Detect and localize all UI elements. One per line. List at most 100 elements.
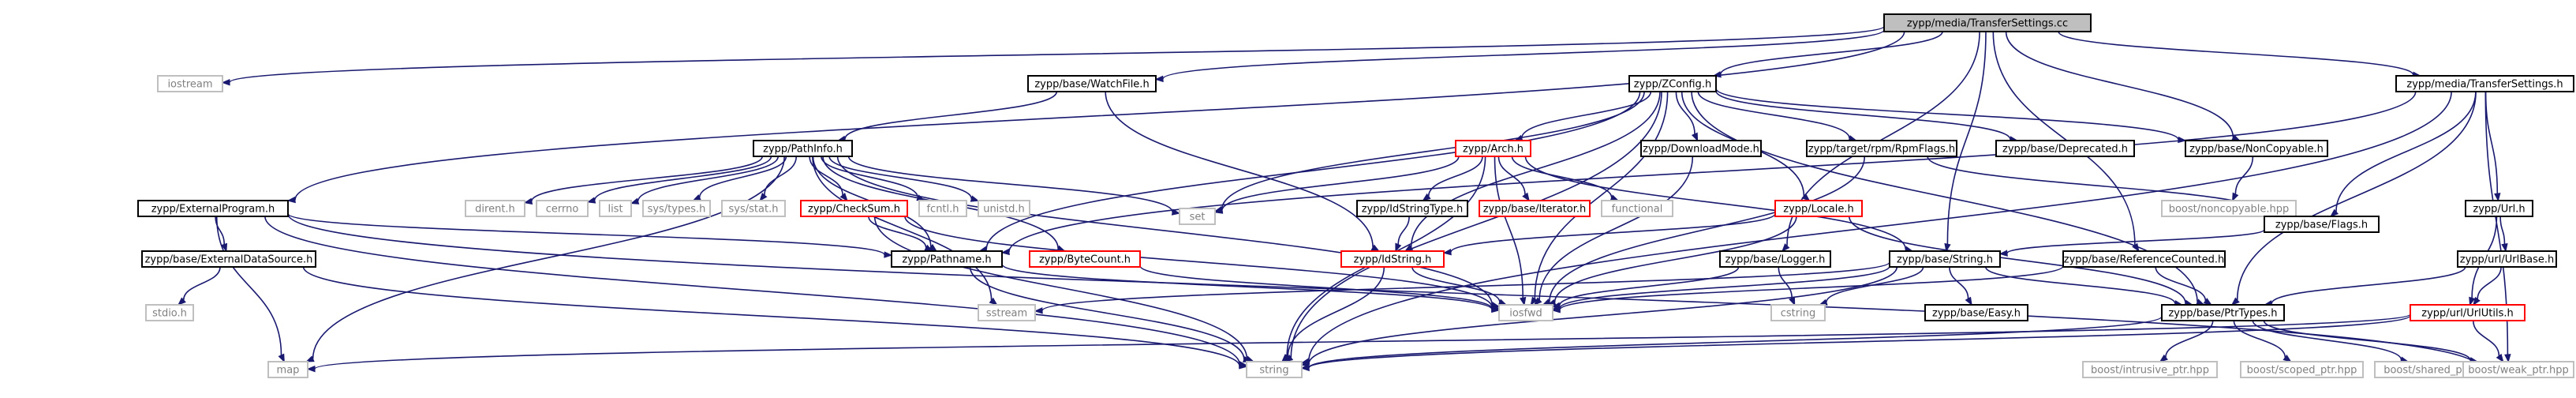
- node-functional: functional: [1601, 200, 1673, 217]
- node-list: list: [599, 200, 632, 217]
- node-box-stdio: [145, 304, 194, 321]
- edge-arch-to-iterator: [1497, 156, 1530, 202]
- node-zconfig[interactable]: zypp/ZConfig.h: [1628, 75, 1717, 92]
- node-label-systypes: sys/types.h: [648, 204, 706, 216]
- node-pathname[interactable]: zypp/Pathname.h: [891, 250, 1003, 268]
- edges-layer: [177, 25, 2511, 373]
- node-idstring[interactable]: zypp/IdString.h: [1340, 250, 1445, 268]
- node-map: map: [267, 361, 308, 378]
- node-label-unistd: unistd.h: [983, 204, 1025, 216]
- edge-urlutils-to-vector: [2473, 320, 2504, 363]
- node-box-urlutils: [2410, 304, 2526, 321]
- node-flags[interactable]: zypp/base/Flags.h: [2264, 216, 2380, 233]
- node-label-refcounted: zypp/base/ReferenceCounted.h: [2064, 254, 2224, 266]
- node-label-downloadmode: zypp/DownloadMode.h: [1643, 144, 1759, 156]
- node-box-string: [1246, 361, 1303, 378]
- node-sysstat: sys/stat.h: [721, 200, 786, 217]
- node-box-flags: [2264, 216, 2380, 233]
- edge-pathinfo-to-unistd: [828, 156, 980, 202]
- edge-bytecount-to-iosfwd: [1139, 265, 1501, 312]
- node-noncopyable[interactable]: zypp/base/NonCopyable.h: [2185, 140, 2328, 157]
- node-easy[interactable]: zypp/base/Easy.h: [1924, 304, 2028, 321]
- node-label-zconfig: zypp/ZConfig.h: [1634, 79, 1711, 91]
- node-iosfwd: iosfwd: [1498, 304, 1553, 321]
- node-tsh[interactable]: zypp/media/TransferSettings.h: [2395, 75, 2574, 92]
- edge-string_h-to-cstring: [1819, 266, 1924, 306]
- node-box-rpmflags: [1806, 140, 1957, 157]
- node-box-set: [1179, 208, 1216, 225]
- node-box-downloadmode: [1640, 140, 1762, 157]
- node-label-map: map: [277, 365, 300, 377]
- node-label-iostream: iostream: [167, 79, 212, 91]
- node-checksum[interactable]: zypp/CheckSum.h: [800, 200, 908, 217]
- edge-extprog-to-extdata: [215, 216, 228, 253]
- node-iterator[interactable]: zypp/base/Iterator.h: [1479, 200, 1591, 217]
- node-label-functional: functional: [1612, 204, 1663, 216]
- node-label-idstringtype: zypp/IdStringType.h: [1362, 204, 1464, 216]
- node-box-extprog: [137, 200, 289, 217]
- node-deprecated[interactable]: zypp/base/Deprecated.h: [1995, 140, 2135, 157]
- node-box-dirent: [465, 200, 525, 217]
- node-box-bytecount: [1029, 250, 1141, 268]
- node-box-url: [2465, 200, 2533, 217]
- node-arch[interactable]: zypp/Arch.h: [1455, 140, 1531, 157]
- node-idstringtype[interactable]: zypp/IdStringType.h: [1356, 200, 1468, 217]
- node-box-weak: [2462, 361, 2574, 378]
- node-box-logger: [1719, 250, 1831, 268]
- node-label-logger: zypp/base/Logger.h: [1725, 254, 1826, 266]
- node-url[interactable]: zypp/Url.h: [2465, 200, 2533, 217]
- node-urlutils[interactable]: zypp/url/UrlUtils.h: [2410, 304, 2526, 321]
- node-unistd: unistd.h: [978, 200, 1030, 217]
- node-label-url: zypp/Url.h: [2473, 204, 2525, 216]
- node-boostnc: boost/noncopyable.hpp: [2161, 200, 2297, 217]
- edge-root-to-tsh: [2058, 31, 2421, 79]
- node-downloadmode[interactable]: zypp/DownloadMode.h: [1640, 140, 1762, 157]
- node-label-flags: zypp/base/Flags.h: [2275, 220, 2368, 231]
- node-box-systypes: [642, 200, 711, 217]
- node-extdata[interactable]: zypp/base/ExternalDataSource.h: [141, 250, 316, 268]
- node-iostream: iostream: [157, 75, 223, 92]
- node-label-list: list: [608, 204, 623, 216]
- node-box-fcntl: [918, 200, 967, 217]
- node-box-locale: [1774, 200, 1863, 217]
- node-label-ptrtypes: zypp/base/PtrTypes.h: [2168, 308, 2277, 320]
- node-locale[interactable]: zypp/Locale.h: [1774, 200, 1863, 217]
- node-pathinfo[interactable]: zypp/PathInfo.h: [753, 140, 853, 157]
- edge-refcounted-to-ptrtypes: [2155, 266, 2212, 306]
- edge-string_h-to-ptrtypes: [1985, 266, 2184, 307]
- node-watchfile[interactable]: zypp/base/WatchFile.h: [1027, 75, 1157, 92]
- edge-pathinfo-to-dirent: [523, 156, 763, 205]
- node-bytecount[interactable]: zypp/ByteCount.h: [1029, 250, 1141, 268]
- node-extprog[interactable]: zypp/ExternalProgram.h: [137, 200, 289, 217]
- node-box-idstring: [1340, 250, 1445, 268]
- edge-pathinfo-to-list: [630, 156, 780, 205]
- node-box-zconfig: [1628, 75, 1717, 92]
- node-label-iosfwd: iosfwd: [1509, 308, 1542, 320]
- node-box-arch: [1455, 140, 1531, 157]
- node-ptrtypes[interactable]: zypp/base/PtrTypes.h: [2161, 304, 2285, 321]
- edge-urlutils-to-map: [306, 314, 2411, 373]
- edge-zconfig-to-iosfwd: [1530, 91, 1669, 306]
- node-label-intrusive: boost/intrusive_ptr.hpp: [2091, 365, 2209, 377]
- edge-zconfig-to-deprecated: [1715, 90, 2019, 143]
- edge-root-to-iostream: [221, 25, 1885, 86]
- node-box-tsh: [2395, 75, 2574, 92]
- node-root[interactable]: zypp/media/TransferSettings.cc: [1883, 13, 2092, 32]
- node-string_h[interactable]: zypp/base/String.h: [1889, 250, 2001, 268]
- edge-zconfig-to-idstring: [1404, 91, 1661, 252]
- node-box-intrusive: [2082, 361, 2218, 378]
- node-box-string_h: [1889, 250, 2001, 268]
- node-refcounted[interactable]: zypp/base/ReferenceCounted.h: [2062, 250, 2226, 268]
- node-string: string: [1246, 361, 1303, 378]
- node-urlbase[interactable]: zypp/url/UrlBase.h: [2457, 250, 2557, 268]
- edge-pathinfo-to-iosfwd: [836, 156, 1501, 309]
- node-box-checksum: [800, 200, 908, 217]
- node-rpmflags[interactable]: zypp/target/rpm/RpmFlags.h: [1806, 140, 1957, 157]
- node-box-easy: [1924, 304, 2028, 321]
- edge-tsh-to-ptrtypes: [2230, 91, 2477, 306]
- node-box-urlbase: [2457, 250, 2557, 268]
- edge-pathinfo-to-set: [847, 156, 1181, 216]
- edge-idstring-to-string: [1281, 266, 1385, 362]
- node-box-idstringtype: [1356, 200, 1468, 217]
- node-logger[interactable]: zypp/base/Logger.h: [1719, 250, 1831, 268]
